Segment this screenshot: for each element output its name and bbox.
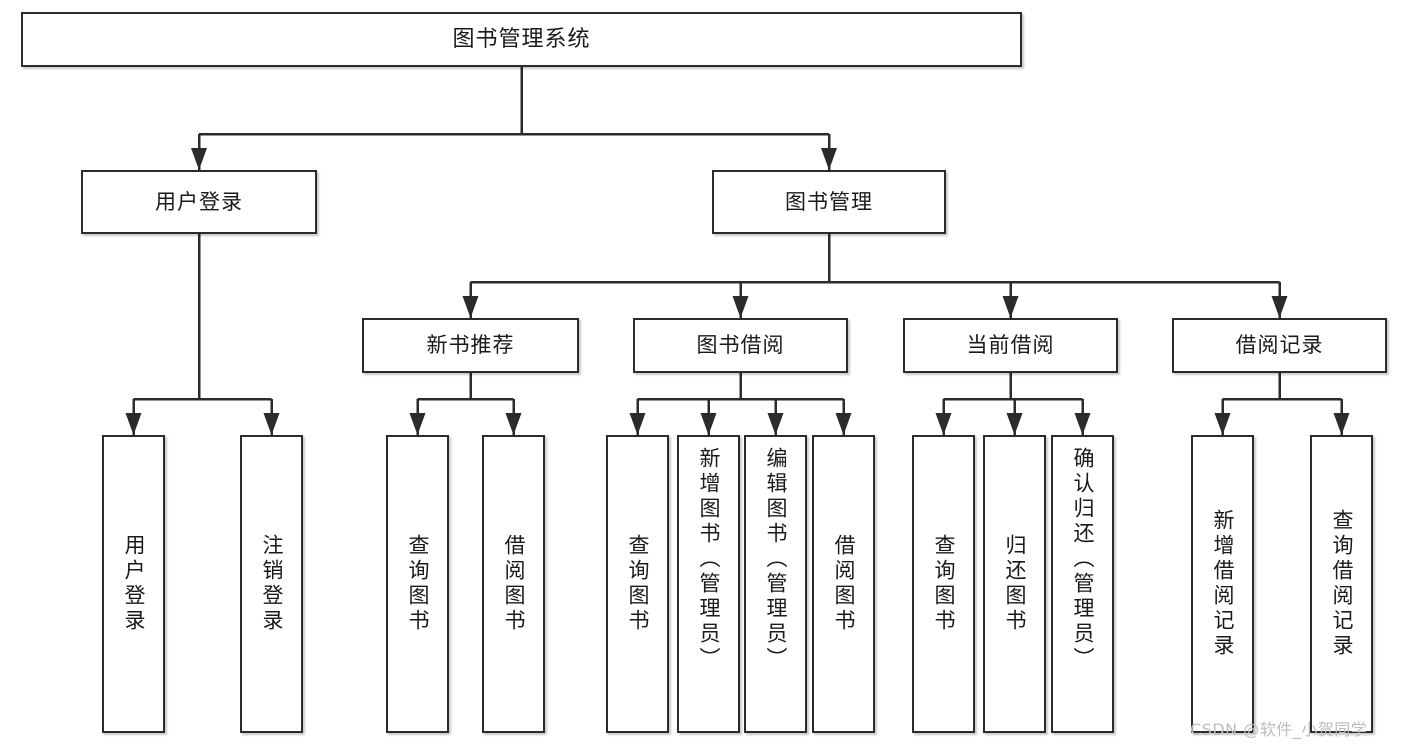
node-book-borrow: 图书借阅 [633, 318, 848, 373]
node-leaf-recommend-query-book: 查询图书 [386, 435, 449, 733]
node-label: 当前借阅 [966, 333, 1055, 358]
node-label: 图书借阅 [696, 333, 785, 358]
node-label: 用户登录 [122, 534, 146, 634]
node-new-book-recommend: 新书推荐 [362, 318, 579, 373]
node-label: 归还图书 [1003, 534, 1027, 634]
node-label: 图书管理系统 [452, 26, 591, 52]
node-label: 新增借阅记录 [1211, 509, 1235, 659]
node-leaf-user-login: 用户登录 [102, 435, 165, 733]
node-label: 新增图书（管理员） [697, 447, 721, 672]
node-current-borrow: 当前借阅 [903, 318, 1118, 373]
node-label: 注销登录 [260, 534, 284, 634]
node-leaf-borrow-query-book: 查询图书 [606, 435, 669, 733]
node-leaf-borrow-add-book: 新增图书（管理员） [677, 435, 740, 733]
node-leaf-record-query: 查询借阅记录 [1310, 435, 1373, 733]
node-leaf-recommend-borrow-book: 借阅图书 [482, 435, 545, 733]
node-label: 借阅图书 [832, 534, 856, 634]
node-leaf-borrow-edit-book: 编辑图书（管理员） [744, 435, 807, 733]
node-leaf-logout: 注销登录 [240, 435, 303, 733]
node-leaf-record-add: 新增借阅记录 [1191, 435, 1254, 733]
node-book-management: 图书管理 [712, 170, 946, 234]
node-label: 用户登录 [155, 189, 243, 214]
node-label: 图书管理 [785, 189, 873, 214]
node-leaf-current-query-book: 查询图书 [912, 435, 975, 733]
node-leaf-borrow-borrow-book: 借阅图书 [812, 435, 875, 733]
node-label: 编辑图书（管理员） [764, 447, 788, 672]
node-label: 查询图书 [406, 534, 430, 634]
node-leaf-current-return-book: 归还图书 [983, 435, 1046, 733]
node-label: 查询借阅记录 [1330, 509, 1354, 659]
node-leaf-current-confirm-return: 确认归还（管理员） [1051, 435, 1114, 733]
node-root: 图书管理系统 [21, 12, 1022, 67]
node-label: 确认归还（管理员） [1071, 447, 1095, 672]
csdn-watermark: CSDN @软件_小贺同学 [1190, 720, 1368, 739]
node-label: 新书推荐 [426, 333, 515, 358]
node-label: 查询图书 [626, 534, 650, 634]
node-user-login: 用户登录 [81, 170, 317, 234]
node-label: 借阅记录 [1235, 333, 1324, 358]
node-label: 查询图书 [932, 534, 956, 634]
node-borrow-record: 借阅记录 [1172, 318, 1387, 373]
node-label: 借阅图书 [502, 534, 526, 634]
